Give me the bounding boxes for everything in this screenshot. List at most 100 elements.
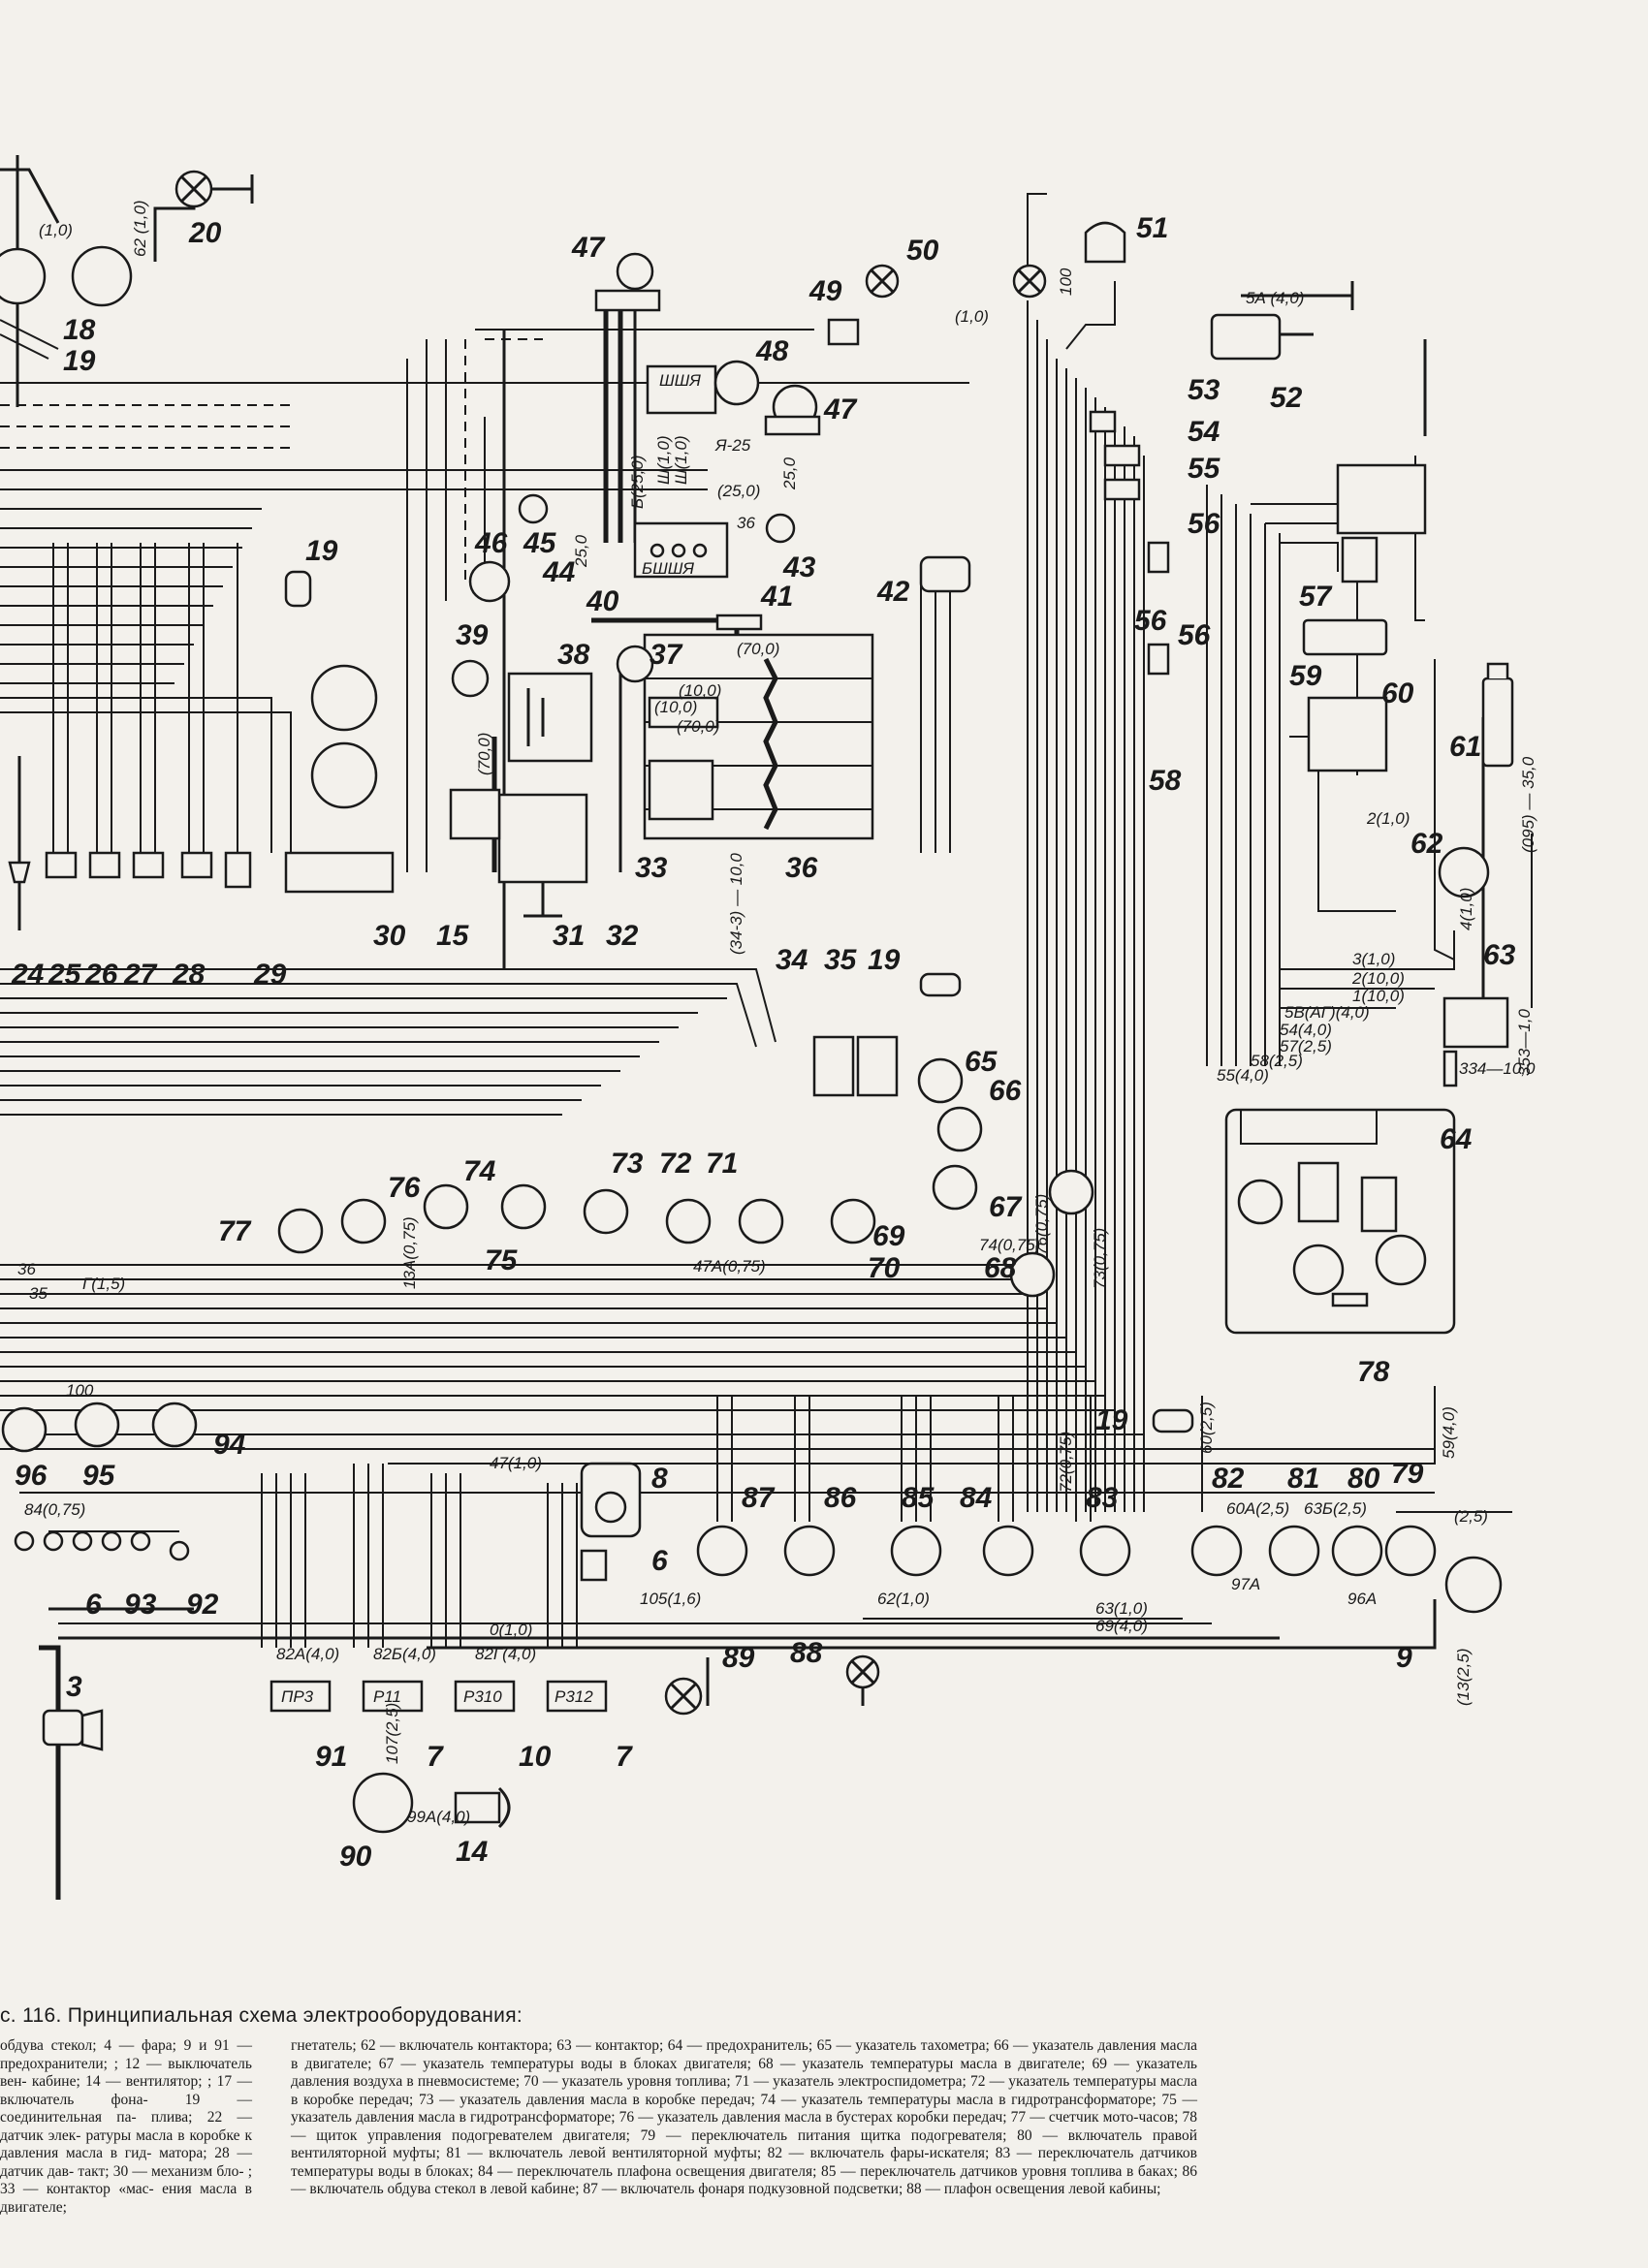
label-19d: 19 [1095,1404,1128,1436]
label-37: 37 [650,639,683,671]
wire-label: (10,0) [679,681,721,700]
label-91: 91 [315,1741,347,1773]
wire-label: 73(0,75) [1091,1228,1109,1289]
label-66: 66 [989,1075,1022,1107]
wire-label: 62 (1,0) [131,200,149,257]
label-65: 65 [965,1046,998,1078]
wire-label: 47(1,0) [490,1454,542,1472]
wire-label: Г(1,5) [82,1275,125,1293]
label-95: 95 [82,1460,116,1492]
label-29: 29 [253,959,287,991]
label-33: 33 [635,852,668,884]
wire-label: (10,0) [654,698,697,716]
wire-label: 13А(0,75) [400,1216,419,1289]
label-3: 3 [66,1671,82,1703]
label-83: 83 [1086,1482,1119,1514]
label-41: 41 [760,581,793,613]
label-10: 10 [519,1741,552,1773]
label-79: 79 [1391,1458,1424,1490]
label-35: 35 [824,944,858,976]
label-30: 30 [373,920,406,952]
label-73: 73 [611,1148,644,1180]
label-54: 54 [1188,416,1220,448]
legend-left-column: обдува стекол; 4 — фара; 9 и 91 — предох… [0,2037,252,2216]
wire-label: БШШЯ [642,559,694,578]
label-80: 80 [1347,1463,1380,1495]
wire-label: 72(0,75) [1057,1432,1075,1493]
label-53: 53 [1188,374,1220,406]
wire-label: 2(1,0) [1366,809,1410,828]
components [0,170,1514,1834]
label-92: 92 [186,1589,219,1621]
wire-label: 5В(АГ)(4,0) [1284,1003,1370,1022]
label-56: 56 [1188,508,1220,540]
wire-label: 334—10,0 [1459,1059,1536,1078]
label-93: 93 [124,1589,157,1621]
label-47: 47 [571,232,606,264]
wire-label: Р310 [463,1687,502,1706]
label-34: 34 [776,944,808,976]
label-20: 20 [188,217,222,249]
wire-label: 55(4,0) [1217,1066,1269,1085]
label-81: 81 [1287,1463,1319,1495]
label-71: 71 [706,1148,738,1180]
wire-label: (70,0) [677,717,719,736]
wire-label: 97А [1231,1575,1260,1593]
label-26: 26 [84,959,118,991]
wire-label: 100 [66,1381,94,1400]
label-78: 78 [1357,1356,1390,1388]
label-89: 89 [722,1642,755,1674]
wire-label: 35 [29,1284,48,1303]
label-19c: 19 [868,944,901,976]
wire-label: 99А(4,0) [407,1808,470,1826]
label-77: 77 [218,1215,252,1247]
wire-label: 63(1,0) [1095,1599,1148,1618]
wiring-schematic: 20 18 19 47 50 51 49 48 52 47 53 54 55 5… [0,155,1537,1900]
label-64: 64 [1440,1123,1473,1155]
wire-label: 36 [737,514,755,532]
wire-label: 74(0,75) [979,1236,1040,1254]
label-6b: 6 [85,1589,102,1621]
wire-label: (25,0) [717,482,760,500]
wire-label: 25,0 [780,457,799,490]
label-87: 87 [742,1482,776,1514]
label-48: 48 [755,335,789,367]
label-28: 28 [172,959,206,991]
wire-label: 54(4,0) [1280,1021,1332,1039]
wire-label: 82Б(4,0) [373,1645,436,1663]
wire-label: Б(25,0) [628,456,647,509]
label-7b: 7 [616,1741,633,1773]
lamp-row [14,1530,190,1561]
label-82: 82 [1212,1463,1245,1495]
label-44: 44 [542,556,576,588]
wire-label: 0(1,0) [490,1621,532,1639]
label-62: 62 [1410,828,1443,860]
label-31: 31 [553,920,585,952]
label-47b: 47 [823,394,858,425]
label-43: 43 [782,551,816,583]
wire-label: ПР3 [281,1687,314,1706]
wire-label: 5А (4,0) [1246,289,1304,307]
wire-label: 58(2,5) [1251,1052,1303,1070]
wire-label: (2,5) [1454,1507,1488,1526]
figure-caption: с. 116. Принципиальная схема электрообор… [0,1977,1648,2268]
label-75: 75 [485,1244,519,1276]
wire-label: 84(0,75) [24,1500,85,1519]
label-24: 24 [11,959,45,991]
label-58: 58 [1149,765,1182,797]
label-96: 96 [15,1460,48,1492]
wire-label: (1,0) [955,307,989,326]
wire-label: 107(2,5) [383,1703,401,1764]
wire-label: 3(1,0) [1352,950,1395,968]
wire-label: Р11 [373,1687,401,1706]
label-6: 6 [651,1545,668,1577]
wire-bundle [0,155,1533,1900]
wire-label: 105(1,6) [640,1590,701,1608]
label-90: 90 [339,1841,372,1873]
wire-label: 60(2,5) [1197,1402,1216,1454]
wire-label: 36 [17,1260,36,1278]
wire-labels: (1,0) 62 (1,0) (1,0) 100 5А (4,0) Я-25 (… [17,200,1537,1826]
wire-label: 62(1,0) [877,1590,930,1608]
label-51: 51 [1136,212,1168,244]
